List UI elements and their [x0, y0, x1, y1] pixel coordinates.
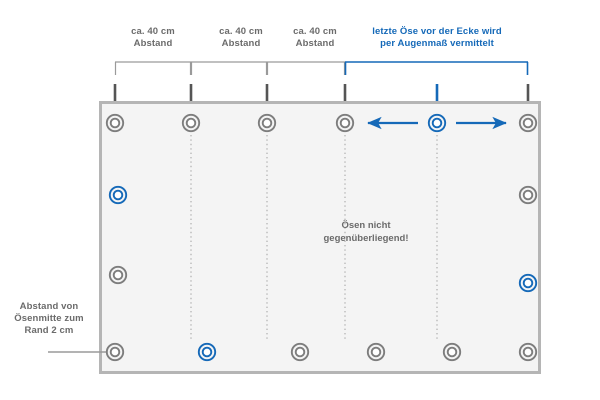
grommet-bottom-5-inner-ring: [446, 346, 458, 358]
grommet-top-3-inner-ring: [261, 117, 273, 129]
grommet-bottom-1: [105, 342, 125, 362]
grommet-right-2-outer-ring: [518, 185, 538, 205]
dotted-guides: [190, 135, 438, 340]
dim-label-3: ca. 40 cm Abstand: [293, 26, 337, 49]
grommet-top-4: [335, 113, 355, 133]
grommet-left-2: [108, 185, 128, 205]
grommets: [105, 113, 538, 362]
grommet-bottom-4: [366, 342, 386, 362]
dim-label-4: letzte Öse vor der Ecke wird per Augenma…: [372, 26, 502, 49]
grommet-top-2: [181, 113, 201, 133]
grommet-top-2-outer-ring: [181, 113, 201, 133]
grommet-bottom-2-outer-ring: [197, 342, 217, 362]
grommet-bottom-6: [518, 342, 538, 362]
grommet-top-6: [518, 113, 538, 133]
grommet-top-4-inner-ring: [339, 117, 351, 129]
grommet-top-2-inner-ring: [185, 117, 197, 129]
grommet-bottom-4-inner-ring: [370, 346, 382, 358]
grommet-right-3-outer-ring: [518, 273, 538, 293]
grommet-top-5: [427, 113, 447, 133]
grommet-right-2-inner-ring: [522, 189, 534, 201]
grommet-bottom-6-inner-ring: [522, 346, 534, 358]
grommet-bottom-3-inner-ring: [294, 346, 306, 358]
grommet-top-4-outer-ring: [335, 113, 355, 133]
grommet-top-1-inner-ring: [109, 117, 121, 129]
grommet-bottom-1-inner-ring: [109, 346, 121, 358]
grommet-top-1-outer-ring: [105, 113, 125, 133]
center-note-text: Ösen nicht gegenüberliegend!: [323, 220, 409, 244]
grommet-bottom-3-outer-ring: [290, 342, 310, 362]
tarpaulin-panel: [99, 101, 541, 374]
grommet-bottom-4-outer-ring: [366, 342, 386, 362]
edge-distance-note-text: Abstand von Ösenmitte zum Rand 2 cm: [14, 301, 84, 336]
grommet-right-2: [518, 185, 538, 205]
bracket-40cm-2: [190, 61, 268, 75]
grommet-top-3-outer-ring: [257, 113, 277, 133]
grommet-left-2-outer-ring: [108, 185, 128, 205]
grommet-bottom-6-outer-ring: [518, 342, 538, 362]
grommet-left-2-inner-ring: [112, 189, 124, 201]
grommet-bottom-1-outer-ring: [105, 342, 125, 362]
grommet-top-3: [257, 113, 277, 133]
dim-label-2: ca. 40 cm Abstand: [219, 26, 263, 49]
grommet-top-1: [105, 113, 125, 133]
grommet-top-5-outer-ring: [427, 113, 447, 133]
grommet-right-3: [518, 273, 538, 293]
bracket-40cm-1: [114, 61, 192, 75]
grommet-top-6-inner-ring: [522, 117, 534, 129]
grommet-left-3-outer-ring: [108, 265, 128, 285]
grommet-left-3-inner-ring: [112, 269, 124, 281]
grommet-bottom-2-inner-ring: [201, 346, 213, 358]
grommet-left-3: [108, 265, 128, 285]
grommet-top-5-inner-ring: [431, 117, 443, 129]
bracket-40cm-3: [266, 61, 346, 75]
grommet-bottom-5-outer-ring: [442, 342, 462, 362]
grommet-bottom-5: [442, 342, 462, 362]
grommet-bottom-3: [290, 342, 310, 362]
dimension-brackets: [114, 61, 529, 75]
grommet-right-3-inner-ring: [522, 277, 534, 289]
grommet-top-6-outer-ring: [518, 113, 538, 133]
tick-marks: [113, 84, 530, 101]
grommet-bottom-2: [197, 342, 217, 362]
bracket-corner: [344, 61, 529, 75]
panel-rect: [99, 101, 541, 374]
dim-label-1: ca. 40 cm Abstand: [131, 26, 175, 49]
